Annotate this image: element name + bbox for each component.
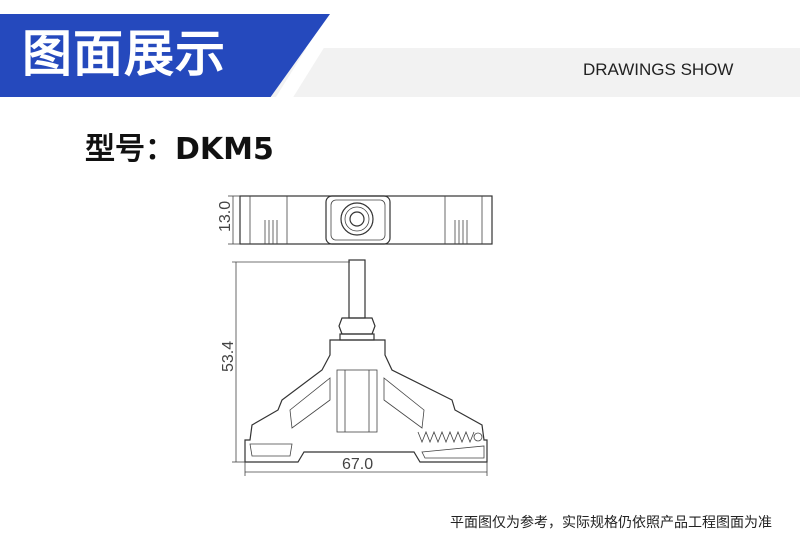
model-label: 型号：DKM5 <box>85 132 274 167</box>
top-view <box>239 195 493 245</box>
disclaimer-note: 平面图仅为参考，实际规格仍依照产品工程图面为准 <box>450 515 772 531</box>
dimension-13-label: 13.0 <box>217 201 234 232</box>
title-banner <box>0 14 330 97</box>
page-subtitle: DRAWINGS SHOW <box>583 60 734 79</box>
page-title: 图面展示 <box>22 25 226 83</box>
dimension-53-4: 53.4 <box>220 261 350 463</box>
dimension-67-label: 67.0 <box>342 456 373 473</box>
dimension-13: 13.0 <box>217 195 240 245</box>
dimension-67: 67.0 <box>244 456 488 476</box>
dimension-53-4-label: 53.4 <box>220 341 237 372</box>
front-view <box>244 259 488 463</box>
